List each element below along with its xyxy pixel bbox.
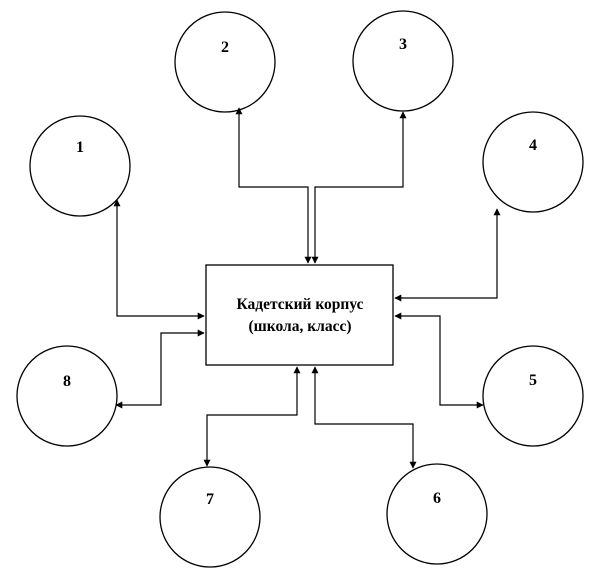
node-5: 5 bbox=[482, 345, 584, 447]
node-1: 1 bbox=[29, 115, 131, 217]
node-4: 4 bbox=[482, 111, 584, 213]
connector-4 bbox=[394, 208, 501, 302]
node-1-label: 1 bbox=[76, 139, 84, 156]
connector-2 bbox=[235, 107, 312, 264]
center-line-2: (школа, класс) bbox=[248, 318, 351, 335]
node-7-label: 7 bbox=[206, 491, 214, 508]
node-3: 3 bbox=[352, 10, 454, 112]
node-1-circle bbox=[29, 115, 131, 217]
node-2: 2 bbox=[174, 11, 276, 113]
node-4-circle bbox=[482, 111, 584, 213]
node-7: 7 bbox=[159, 466, 261, 568]
connector-8 bbox=[115, 329, 205, 409]
node-7-circle bbox=[159, 466, 261, 568]
node-6: 6 bbox=[386, 463, 488, 565]
connector-1 bbox=[113, 199, 205, 320]
connector-5 bbox=[394, 312, 484, 409]
node-8: 8 bbox=[16, 345, 118, 447]
node-6-label: 6 bbox=[433, 490, 441, 507]
node-5-circle bbox=[482, 345, 584, 447]
node-8-circle bbox=[16, 345, 118, 447]
connector-7 bbox=[203, 366, 301, 467]
center-line-1: Кадетский корпус bbox=[236, 296, 363, 313]
node-6-circle bbox=[386, 463, 488, 565]
node-8-label: 8 bbox=[63, 373, 71, 390]
node-2-label: 2 bbox=[221, 39, 229, 56]
connector-3 bbox=[311, 111, 407, 264]
node-5-label: 5 bbox=[529, 372, 537, 389]
center-node: Кадетский корпус (школа, класс) bbox=[205, 264, 394, 366]
node-3-label: 3 bbox=[399, 36, 407, 53]
center-box bbox=[205, 264, 394, 366]
node-2-circle bbox=[174, 11, 276, 113]
connector-6 bbox=[311, 366, 417, 469]
node-4-label: 4 bbox=[529, 137, 537, 154]
node-3-circle bbox=[352, 10, 454, 112]
